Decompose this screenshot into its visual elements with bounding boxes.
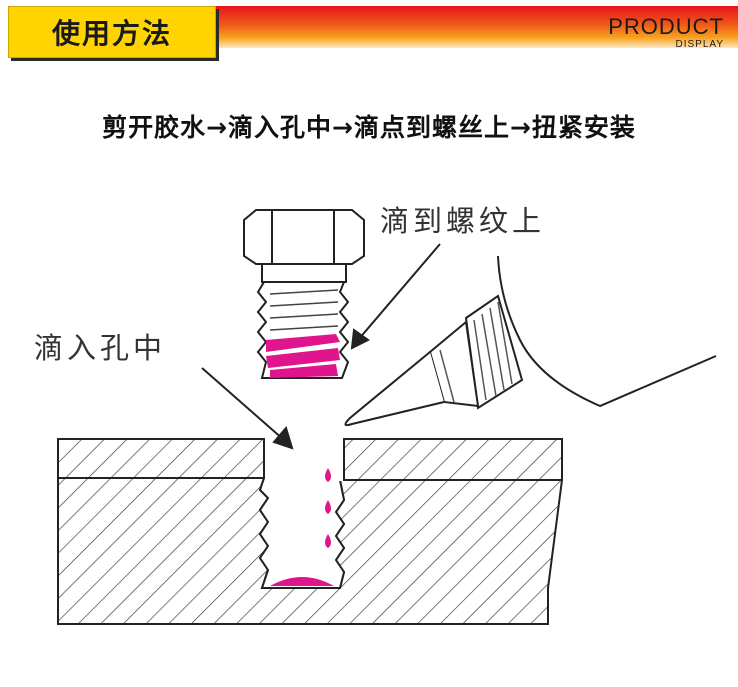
glue-puddle — [270, 577, 334, 586]
bolt-glue — [266, 334, 340, 378]
label-into-hole: 滴入孔中 — [34, 331, 167, 365]
label-onto-thread: 滴到螺纹上 — [380, 204, 546, 238]
arrow-icon — [201, 243, 441, 450]
display-label: DISPLAY — [675, 39, 724, 50]
top-plate-right — [343, 438, 563, 481]
title-box: 使用方法 — [8, 6, 216, 58]
page-title: 使用方法 — [51, 17, 172, 50]
product-label: PRODUCT — [608, 14, 724, 39]
steps-text: 剪开胶水→滴入孔中→滴点到螺丝上→扭紧安装 — [102, 113, 636, 142]
glue-drop-icon — [325, 468, 331, 548]
top-plate-left — [57, 438, 265, 479]
header-banner — [200, 6, 738, 48]
glue-bottle-icon — [344, 255, 717, 427]
